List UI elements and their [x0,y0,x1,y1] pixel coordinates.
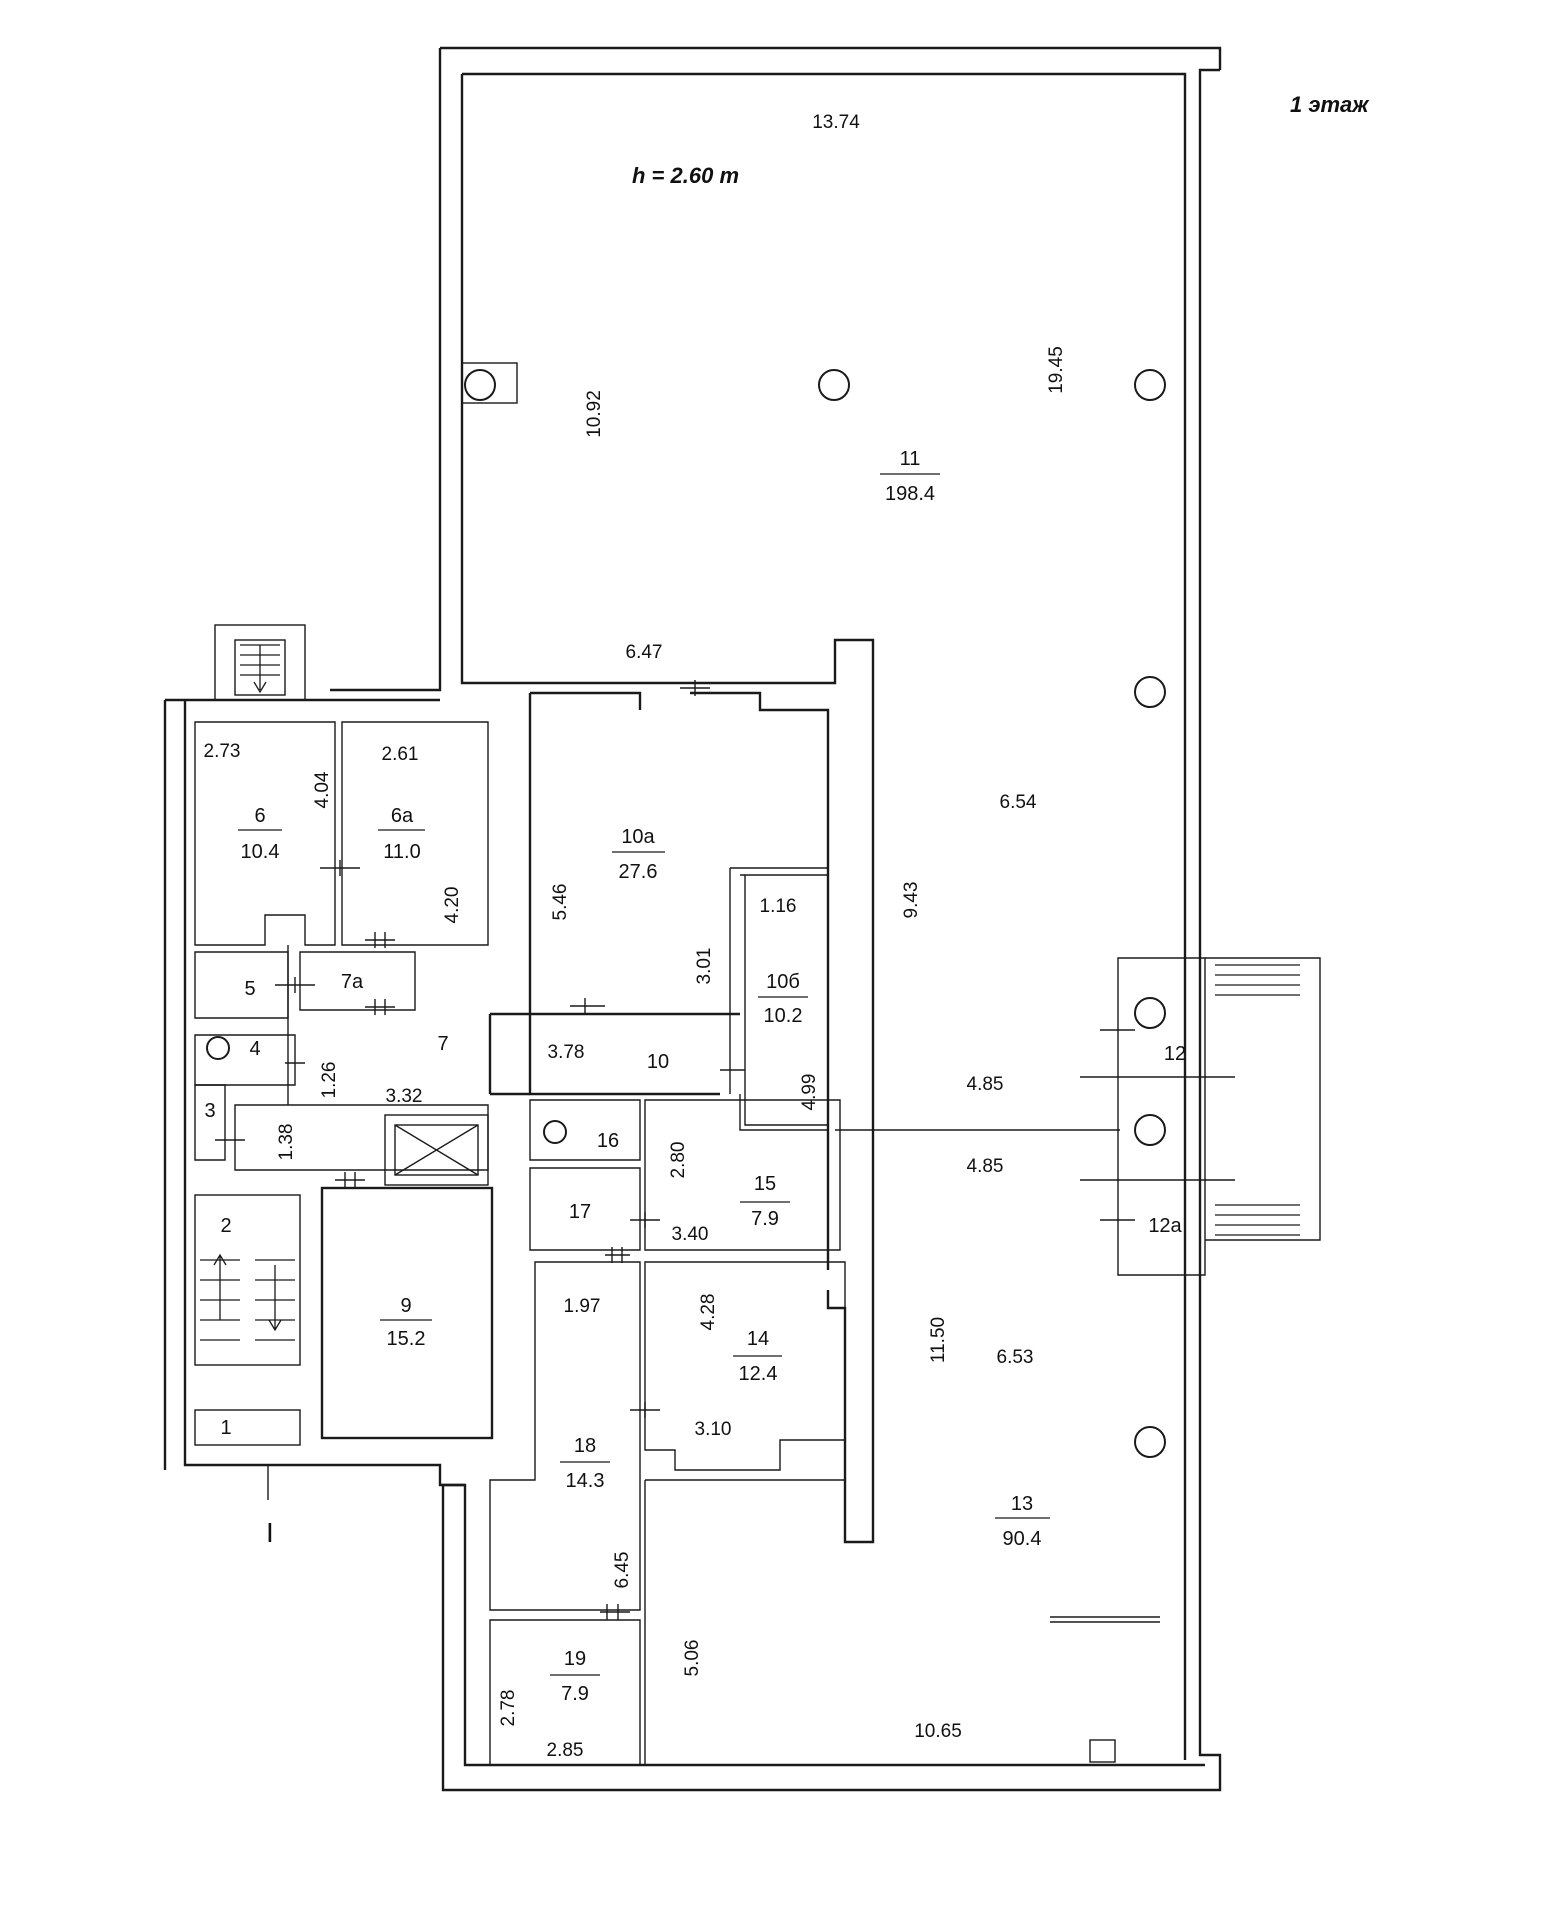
room-number: 12a [1148,1215,1182,1237]
dimension: 1.16 [760,896,797,917]
dimension: 3.40 [672,1224,709,1245]
dimension: 2.73 [204,741,241,762]
room-number: 11 [900,448,921,470]
room-area: 90.4 [1003,1528,1042,1550]
column-marker [1134,1114,1166,1146]
room-number: 19 [564,1648,586,1670]
room-number: 1 [220,1417,231,1439]
column-marker [1134,676,1166,708]
room-area: 14.3 [566,1470,605,1492]
dimension: 4.04 [312,771,333,808]
room-number: 4 [249,1038,260,1060]
dimension: 1.26 [319,1062,340,1099]
dimension: 3.10 [695,1419,732,1440]
fraction-bars [238,473,1050,1676]
wc-icon [206,1036,230,1060]
dimension: 6.45 [612,1552,633,1589]
room-number: 13 [1011,1493,1033,1515]
dimension: 2.61 [382,744,419,765]
room-number: 9 [400,1295,411,1317]
room-area: 11.0 [383,841,420,863]
dimension: 6.54 [1000,792,1037,813]
room-number: 2 [220,1215,231,1237]
columns [206,362,1166,1458]
dimension: 6.53 [997,1347,1034,1368]
dimension: 4.85 [967,1074,1004,1095]
room-area: 27.6 [619,861,658,883]
dimension: 10.92 [584,390,605,438]
room-area: 15.2 [387,1328,426,1350]
dimension: 3.32 [386,1086,423,1107]
dimension-labels: 13.74 10.92 19.45 6.47 6.54 9.43 2.73 4.… [204,112,1067,1761]
section-mark: I [266,1517,274,1548]
room-number: 7a [341,971,364,993]
height-label: h = 2.60 m [632,163,739,188]
column-marker [464,369,496,401]
door-marks [215,680,1235,1620]
room-labels: 11 198.4 10a 27.6 10б 10.2 10 6 10.4 6a … [204,448,1186,1705]
room-area: 7.9 [561,1683,589,1705]
dimension: 11.50 [928,1317,949,1363]
column-marker [1134,1426,1166,1458]
room-area: 12.4 [739,1363,778,1385]
room-area: 198.4 [885,483,935,505]
room-number: 10 [647,1051,669,1073]
room-number: 16 [597,1130,619,1152]
walls [163,46,1321,1792]
dimension: 1.38 [276,1124,297,1161]
dimension: 2.80 [668,1142,689,1179]
room-number: 10a [621,826,655,848]
room-number: 14 [747,1328,769,1350]
column-marker [818,369,850,401]
stairs [200,644,1300,1341]
room-number: 15 [754,1173,776,1195]
dimension: 4.85 [967,1156,1004,1177]
dimension: 6.47 [626,642,663,663]
dimension: 19.45 [1046,346,1067,394]
room-number: 18 [574,1435,596,1457]
dimension: 4.99 [799,1074,820,1111]
dimension: 2.85 [547,1740,584,1761]
room-number: 7 [437,1033,448,1055]
room-area: 10.2 [764,1005,803,1027]
dimension: 5.46 [550,884,571,921]
room-area: 7.9 [751,1208,779,1230]
dimension: 9.43 [901,882,922,919]
room-number: 5 [244,978,255,1000]
column-marker [1134,369,1166,401]
dimension: 13.74 [812,112,860,133]
column-marker [1134,997,1166,1029]
room-number: 3 [204,1100,215,1122]
room-number: 6 [254,805,265,827]
dimension: 10.65 [914,1721,962,1742]
dimension: 2.78 [498,1690,519,1727]
dimension: 1.97 [564,1296,601,1317]
dimension: 3.01 [694,948,715,985]
room-number: 12 [1164,1043,1186,1065]
room-number: 10б [766,971,800,993]
wc-icon [543,1120,567,1144]
room-number: 17 [569,1201,591,1223]
room-number: 6a [391,805,414,827]
dimension: 3.78 [548,1042,585,1063]
room-area: 10.4 [241,841,280,863]
dimension: 4.20 [442,887,463,924]
dimension: 4.28 [698,1294,719,1331]
floor-label: 1 этаж [1290,92,1370,117]
dimension: 5.06 [682,1640,703,1677]
